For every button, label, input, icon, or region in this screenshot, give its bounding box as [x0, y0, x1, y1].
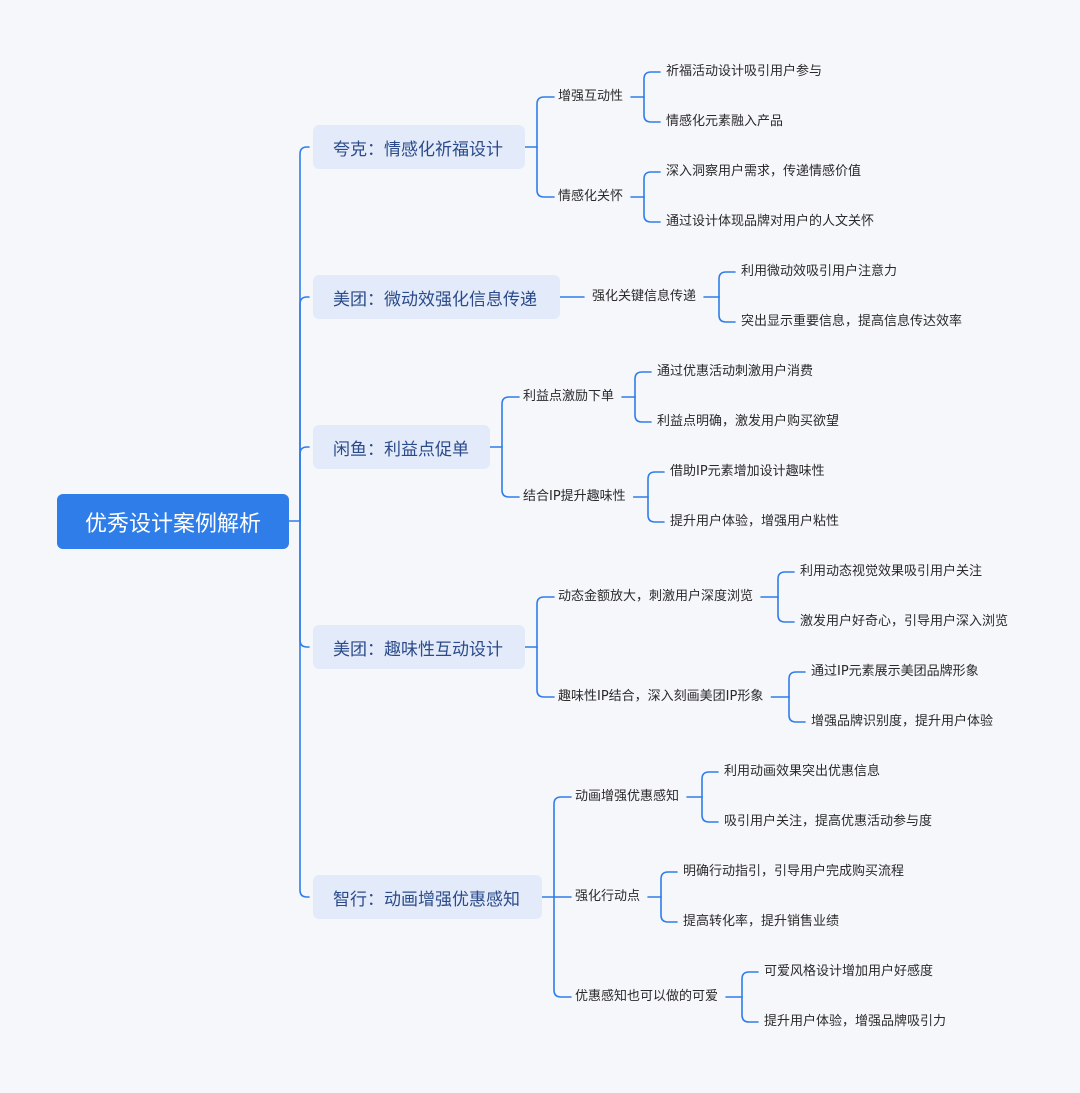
subtopic[interactable]: 趣味性IP结合，深入刻画美团IP形象 — [558, 689, 764, 704]
leaf-topic[interactable]: 通过IP元素展示美团品牌形象 — [811, 664, 979, 679]
branch-topic[interactable]: 美团：趣味性互动设计 — [313, 625, 525, 669]
leaf-topic[interactable]: 通过优惠活动刺激用户消费 — [657, 364, 814, 379]
subtopic[interactable]: 动态金额放大，刺激用户深度浏览 — [558, 589, 754, 604]
leaf-topic[interactable]: 情感化元素融入产品 — [666, 114, 784, 129]
subtopic[interactable]: 动画增强优惠感知 — [575, 789, 680, 804]
leaf-topic[interactable]: 提升用户体验，增强品牌吸引力 — [764, 1014, 947, 1029]
subtopic-connector-link — [718, 296, 736, 323]
subtopic-connector-link — [643, 71, 661, 98]
leaf-topic[interactable]: 可爱风格设计增加用户好感度 — [764, 964, 934, 979]
leaf-topic[interactable]: 借助IP元素增加设计趣味性 — [670, 464, 825, 479]
subtopic[interactable]: 结合IP提升趣味性 — [523, 489, 626, 504]
leaf-topic[interactable]: 增强品牌识别度，提升用户体验 — [811, 714, 994, 729]
leaf-topic[interactable]: 明确行动指引，引导用户完成购买流程 — [683, 864, 905, 879]
branch-connector-link — [536, 146, 555, 198]
subtopic-connector-link — [643, 171, 661, 198]
branch-connector-link — [553, 896, 572, 998]
subtopic-connector-link — [718, 271, 736, 298]
leaf-topic[interactable]: 利益点明确，激发用户购买欲望 — [657, 414, 840, 429]
subtopic-connector-link — [660, 871, 678, 898]
subtopic-connector-link — [647, 496, 665, 523]
subtopic-connector-link — [634, 396, 652, 423]
subtopic-connector-link — [643, 96, 661, 123]
leaf-topic[interactable]: 深入洞察用户需求，传递情感价值 — [666, 164, 862, 179]
root-connector-link — [299, 520, 310, 898]
branch-topic[interactable]: 夸克：情感化祈福设计 — [313, 125, 525, 169]
subtopic[interactable]: 增强互动性 — [558, 89, 624, 104]
root-connector-link — [299, 520, 310, 648]
subtopic-connector-link — [634, 371, 652, 398]
subtopic[interactable]: 强化行动点 — [575, 889, 641, 904]
subtopic-connector-link — [777, 596, 795, 623]
branch-topic[interactable]: 智行：动画增强优惠感知 — [313, 875, 542, 919]
subtopic-connector-link — [741, 971, 759, 998]
leaf-topic[interactable]: 祈福活动设计吸引用户参与 — [666, 64, 823, 79]
leaf-topic[interactable]: 通过设计体现品牌对用户的人文关怀 — [666, 214, 875, 229]
root-connector-link — [299, 146, 310, 522]
leaf-topic[interactable]: 提高转化率，提升销售业绩 — [683, 914, 840, 929]
subtopic[interactable]: 情感化关怀 — [558, 189, 624, 204]
branch-connector-link — [553, 796, 572, 898]
branch-connector-link — [501, 396, 520, 448]
leaf-topic[interactable]: 利用动画效果突出优惠信息 — [724, 764, 881, 779]
leaf-topic[interactable]: 突出显示重要信息，提高信息传达效率 — [741, 314, 963, 329]
subtopic-connector-link — [701, 771, 719, 798]
subtopic-connector-link — [741, 996, 759, 1023]
branch-topic[interactable]: 美团：微动效强化信息传递 — [313, 275, 560, 319]
root-topic[interactable]: 优秀设计案例解析 — [57, 494, 289, 549]
subtopic-connector-link — [660, 896, 678, 923]
branch-connector-link — [536, 96, 555, 148]
subtopic[interactable]: 利益点激励下单 — [523, 389, 615, 404]
subtopic-connector-link — [701, 796, 719, 823]
branch-topic[interactable]: 闲鱼：利益点促单 — [313, 425, 490, 469]
subtopic[interactable]: 强化关键信息传递 — [592, 289, 697, 304]
branch-connector-link — [501, 446, 520, 498]
leaf-topic[interactable]: 利用微动效吸引用户注意力 — [741, 264, 898, 279]
leaf-topic[interactable]: 利用动态视觉效果吸引用户关注 — [800, 564, 983, 579]
root-connector-link — [299, 296, 310, 522]
branch-connector-link — [536, 596, 555, 648]
subtopic-connector-link — [643, 196, 661, 223]
leaf-topic[interactable]: 吸引用户关注，提高优惠活动参与度 — [724, 814, 933, 829]
subtopic-connector-link — [777, 571, 795, 598]
subtopic-connector-link — [788, 696, 806, 723]
subtopic-connector-link — [788, 671, 806, 698]
leaf-topic[interactable]: 激发用户好奇心，引导用户深入浏览 — [800, 614, 1009, 629]
subtopic[interactable]: 优惠感知也可以做的可爱 — [575, 989, 719, 1004]
branch-connector-link — [536, 646, 555, 698]
leaf-topic[interactable]: 提升用户体验，增强用户粘性 — [670, 514, 840, 529]
root-connector-link — [299, 446, 310, 522]
subtopic-connector-link — [647, 471, 665, 498]
